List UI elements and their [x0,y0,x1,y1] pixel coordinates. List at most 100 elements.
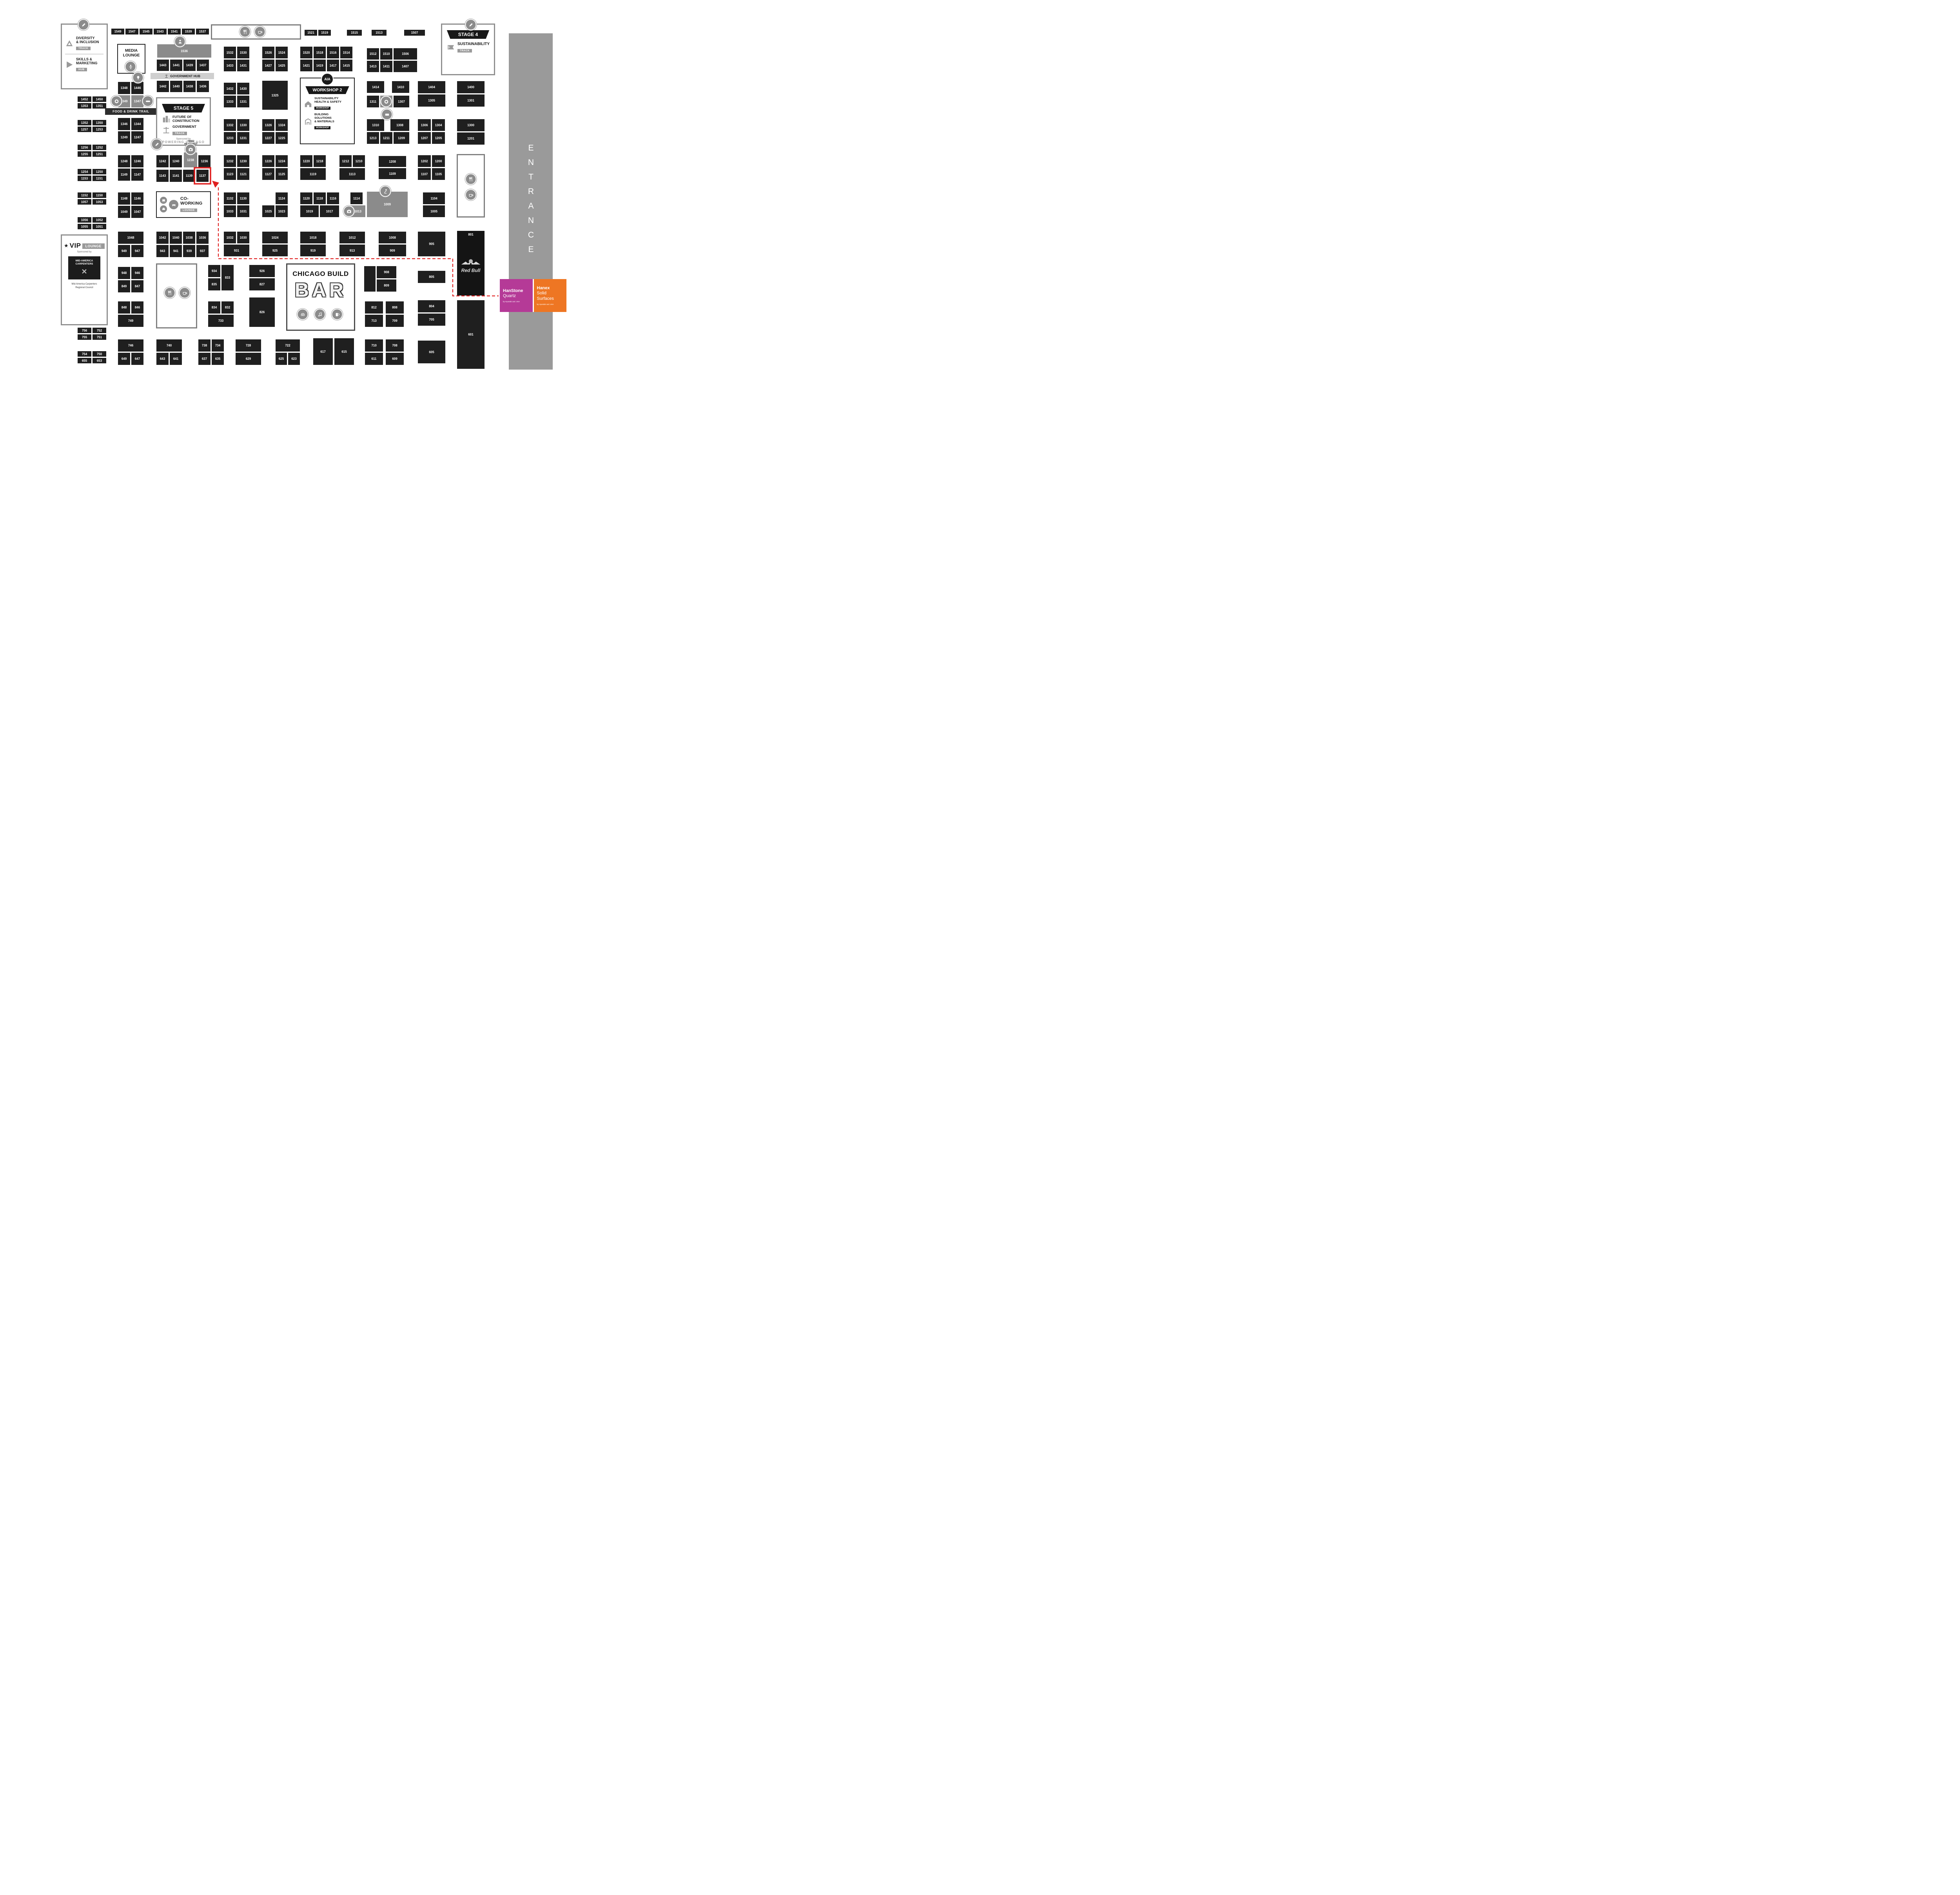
booth-615[interactable]: 615 [334,338,354,365]
booth-1541[interactable]: 1541 [167,28,181,35]
booth-1150[interactable]: 1150 [92,192,107,198]
booth-947[interactable]: 947 [131,245,144,258]
booth-1008[interactable]: 1008 [378,231,407,244]
booth-1211[interactable]: 1211 [380,132,393,144]
booth-1410[interactable]: 1410 [392,81,410,93]
booth-827[interactable]: 827 [249,278,275,291]
booth-1205[interactable]: 1205 [432,132,445,144]
booth-641[interactable]: 641 [169,352,182,365]
booth-1425[interactable]: 1425 [275,59,288,72]
booth-1440[interactable]: 1440 [170,80,183,92]
booth-1442[interactable]: 1442 [156,80,169,92]
booth-1149[interactable]: 1149 [118,168,131,181]
booth-617[interactable]: 617 [313,338,333,365]
booth-812[interactable]: 812 [365,301,383,314]
booth-1143[interactable]: 1143 [156,169,169,182]
booth-609[interactable]: 609 [385,352,404,365]
booth-1024[interactable]: 1024 [262,231,288,244]
booth-623[interactable]: 623 [288,352,300,365]
booth-1019[interactable]: 1019 [300,205,319,218]
booth-1524[interactable]: 1524 [275,46,288,59]
booth-919[interactable]: 919 [300,244,326,257]
booth-1121[interactable]: 1121 [237,168,250,180]
booth-1438[interactable]: 1438 [183,80,196,92]
booth-605[interactable]: 605 [417,340,446,364]
booth-1430[interactable]: 1430 [237,82,250,95]
booth-1446[interactable]: 1446 [131,82,144,94]
booth-728[interactable]: 728 [235,339,261,352]
booth-750[interactable]: 750 [92,351,107,357]
hanstone-quartz-logo[interactable]: HanStone Quartz by Hyundai L&C USA [500,279,533,312]
booth-1344[interactable]: 1344 [131,118,144,131]
booth-1310[interactable]: 1310 [367,119,385,131]
booth-1512[interactable]: 1512 [367,48,379,60]
booth-931[interactable]: 931 [223,244,250,257]
booth-1242[interactable]: 1242 [156,155,169,168]
booth-1109[interactable]: 1109 [378,168,407,180]
booth-1543[interactable]: 1543 [153,28,167,35]
booth-905[interactable]: 905 [417,231,446,257]
booth-1419[interactable]: 1419 [313,59,326,72]
booth-1227[interactable]: 1227 [262,132,275,144]
booth-1048[interactable]: 1048 [118,231,144,244]
booth-848[interactable]: 848 [118,301,131,314]
booth-1308[interactable]: 1308 [390,119,410,131]
booth-1052[interactable]: 1052 [92,217,107,223]
booth-1253[interactable]: 1253 [92,126,107,132]
booth-751[interactable]: 751 [92,334,107,340]
booth-1450[interactable]: 1450 [92,96,107,102]
hanex-solid-surfaces-logo[interactable]: Hanex Solid Surfaces by Hyundai L&C USA [534,279,566,312]
booth-1400[interactable]: 1400 [457,81,485,94]
skills-marketing-hub[interactable]: SKILLS & MARKETING HUB [62,55,107,74]
booth-1506[interactable]: 1506 [393,48,417,60]
booth-1240[interactable]: 1240 [169,155,182,168]
booth-1331[interactable]: 1331 [237,95,250,108]
chicago-build-bar[interactable]: CHICAGO BUILD BAR [286,263,355,331]
booth-1432[interactable]: 1432 [223,82,236,95]
booth-1113[interactable]: 1113 [339,168,365,180]
booth-804[interactable]: 804 [417,300,446,313]
booth-1346[interactable]: 1346 [118,118,131,131]
booth-754[interactable]: 754 [77,351,92,357]
booth-809[interactable]: 809 [376,279,397,292]
booth-801-red-bull[interactable]: 801 Red Bull [457,230,485,296]
booth-1118[interactable]: 1118 [313,192,326,205]
booth-629[interactable]: 629 [235,352,261,365]
booth-734[interactable]: 734 [211,339,224,352]
aia-workshop-2[interactable]: AIA WORKSHOP 2 SUSTAINABILITY HEALTH & S… [300,73,355,144]
booth-1300[interactable]: 1300 [457,119,485,132]
booth-1324[interactable]: 1324 [275,119,288,131]
booth-941[interactable]: 941 [169,245,182,258]
booth-1231[interactable]: 1231 [237,132,250,144]
booth-1208[interactable]: 1208 [378,156,407,167]
booth-1220[interactable]: 1220 [300,155,313,167]
booth-635[interactable]: 635 [211,352,224,365]
booth-1414[interactable]: 1414 [367,81,385,93]
booth-1030[interactable]: 1030 [237,231,250,244]
booth-1351[interactable]: 1351 [92,103,107,109]
booth-1404[interactable]: 1404 [417,81,446,94]
booth-1230[interactable]: 1230 [237,155,250,167]
booth-1152[interactable]: 1152 [77,192,92,198]
booth-625[interactable]: 625 [275,352,287,365]
booth-740[interactable]: 740 [156,339,182,352]
booth-1224[interactable]: 1224 [275,155,288,167]
booth-1304[interactable]: 1304 [432,119,445,131]
booth-1252[interactable]: 1252 [92,144,107,151]
booth-1125[interactable]: 1125 [275,168,288,180]
booth-1107[interactable]: 1107 [417,168,431,180]
booth-1301[interactable]: 1301 [457,94,485,107]
diversity-inclusion-track[interactable]: DIVERSITY & INCLUSION TRACK [62,34,107,53]
booth-1407[interactable]: 1407 [393,60,417,73]
booth-653[interactable]: 653 [92,357,107,364]
booth-1257[interactable]: 1257 [77,126,92,132]
booth-1536[interactable]: 1536 [157,44,212,58]
booth-1202[interactable]: 1202 [417,155,431,167]
booth-1256[interactable]: 1256 [77,144,92,151]
booth-722[interactable]: 722 [275,339,300,352]
booth-1248[interactable]: 1248 [118,155,131,168]
booth-1116[interactable]: 1116 [327,192,339,205]
booth-733[interactable]: 733 [208,314,234,327]
booth-1437[interactable]: 1437 [196,59,209,71]
booth-1119[interactable]: 1119 [300,168,326,180]
